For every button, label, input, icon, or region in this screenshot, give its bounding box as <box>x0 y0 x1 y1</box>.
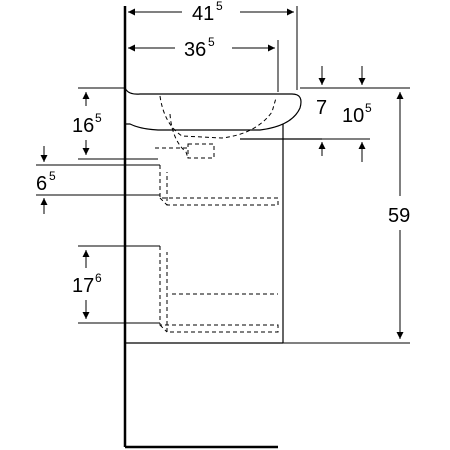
dim-basin-depth-value: 7 <box>316 97 327 119</box>
bottom-drawer-hidden <box>125 245 279 333</box>
dim-bottom-drawer-height: 17 6 <box>72 245 160 324</box>
wall <box>123 6 278 449</box>
dim-basin-rim-height-sup: 5 <box>95 111 102 125</box>
basin-hidden-lines <box>155 95 277 159</box>
dim-bottom-drawer-height-sup: 6 <box>95 271 102 285</box>
dim-basin-outer-depth: 10 5 <box>240 66 410 162</box>
dim-overall-width-sup: 5 <box>216 0 223 13</box>
dim-basin-outer-depth-sup: 5 <box>365 101 372 115</box>
dim-bottom-drawer-height-value: 17 <box>72 275 94 297</box>
dim-basin-width-value: 36 <box>184 39 206 61</box>
dim-overall-height-value: 59 <box>388 205 410 227</box>
dim-top-drawer-height-sup: 5 <box>49 169 56 183</box>
dim-basin-width: 36 5 <box>128 35 279 92</box>
top-drawer-hidden <box>125 164 279 206</box>
washbasin <box>124 87 322 140</box>
dim-overall-width-value: 41 <box>192 3 214 25</box>
dim-basin-rim-height-value: 16 <box>72 115 94 137</box>
dim-overall-width: 41 5 <box>128 0 298 90</box>
cabinet-body <box>125 124 284 344</box>
dim-basin-width-sup: 5 <box>208 35 215 49</box>
dim-basin-outer-depth-value: 10 <box>342 105 364 127</box>
dim-top-drawer-height-value: 6 <box>36 173 47 195</box>
dim-overall-height: 59 <box>283 92 410 344</box>
dim-basin-rim-height: 16 5 <box>72 87 158 160</box>
dim-basin-depth: 7 <box>300 66 340 156</box>
dim-top-drawer-height: 6 5 <box>36 146 160 214</box>
